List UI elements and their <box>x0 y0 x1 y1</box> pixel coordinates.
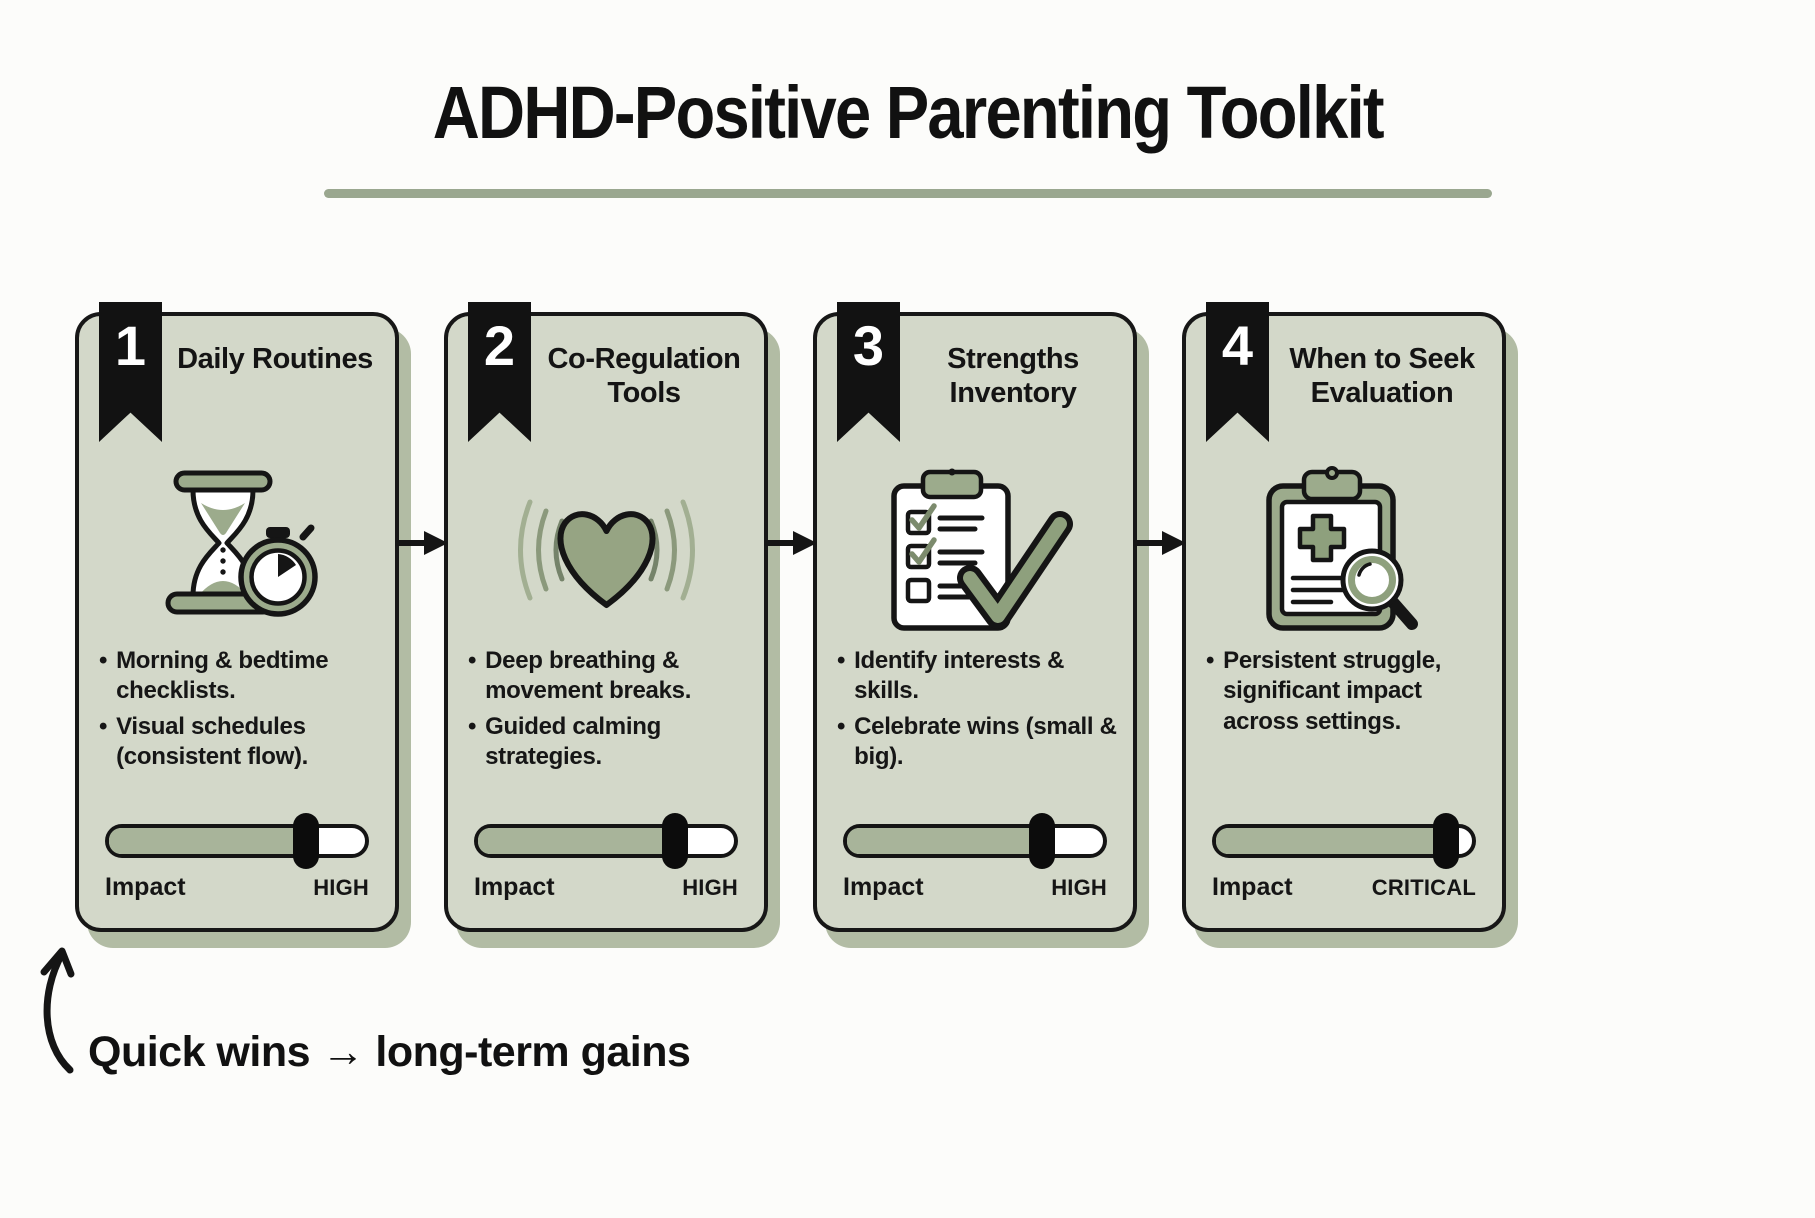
curved-up-arrow-icon <box>40 947 75 1074</box>
impact-slider-handle <box>662 813 689 869</box>
bullet-text: Persistent struggle, significant impact … <box>1223 647 1442 735</box>
bullet-item: • Deep breathing & movement breaks. <box>468 646 754 707</box>
impact-label: Impact <box>474 873 555 901</box>
impact-label: Impact <box>843 873 924 901</box>
impact-slider-track <box>843 813 1107 869</box>
impact-slider-fill <box>478 828 676 854</box>
bullet-text: Morning & bedtime checklists. <box>116 647 329 705</box>
impact-level-badge: HIGH <box>313 875 369 900</box>
card-title: Daily Routines <box>177 343 373 375</box>
bullet-dot: • <box>837 647 846 674</box>
bullet-dot: • <box>837 712 846 740</box>
number-ribbon-icon: 2 <box>468 302 531 442</box>
bullet-text: Deep breathing & movement breaks. <box>485 647 692 705</box>
toolkit-card: 3 Strengths Inventory • Identify interest… <box>813 302 1137 932</box>
bullet-text: Identify interests & skills. <box>854 647 1065 705</box>
right-arrow-icon <box>764 531 817 555</box>
impact-level-badge: CRITICAL <box>1371 875 1476 900</box>
card-title: Strengths Inventory <box>947 343 1079 410</box>
impact-slider-handle <box>1433 813 1460 869</box>
bullet-list: • Identify interests & skills. • Celebrate … <box>837 646 1123 773</box>
number-ribbon-icon: 4 <box>1206 302 1269 442</box>
number-ribbon-icon: 1 <box>99 302 162 442</box>
impact-meter: Impact HIGH <box>474 813 738 902</box>
page-title-text: ADHD-Positive Parenting Toolkit <box>432 71 1384 154</box>
bullet-list: • Deep breathing & movement breaks. • Guide… <box>468 646 754 773</box>
impact-slider-track <box>1212 813 1476 869</box>
impact-labels: Impact HIGH <box>474 873 738 902</box>
hourglass-stopwatch-icon <box>79 466 395 634</box>
bullet-item: • Identify interests & skills. <box>837 646 1123 707</box>
cards-row: 1 Daily Routines • Morning & bedtime chec… <box>75 302 1506 932</box>
heart-waves-icon <box>448 466 764 634</box>
checklist-checkmark-icon <box>817 466 1133 634</box>
toolkit-card: 1 Daily Routines • Morning & bedtime chec… <box>75 302 399 932</box>
impact-labels: Impact HIGH <box>105 873 369 902</box>
bullet-dot: • <box>468 647 477 674</box>
bullet-dot: • <box>468 712 477 740</box>
impact-slider-track <box>105 813 369 869</box>
bullet-text: Celebrate wins (small & big). <box>854 712 1117 771</box>
medical-clipboard-magnifier-icon <box>1186 466 1502 634</box>
bullet-item: • Guided calming strategies. <box>468 712 754 773</box>
impact-level-badge: HIGH <box>1051 875 1107 900</box>
card-title: When to Seek Evaluation <box>1289 343 1475 410</box>
impact-slider-handle <box>1028 813 1055 869</box>
bullet-item: • Persistent struggle, significant impact… <box>1206 646 1492 737</box>
card-number: 4 <box>1221 314 1254 377</box>
impact-labels: Impact HIGH <box>843 873 1107 902</box>
bullet-list: • Persistent struggle, significant impact… <box>1206 646 1492 737</box>
bullet-item: • Visual schedules (consistent flow). <box>99 712 385 773</box>
card-title: Co-Regulation Tools <box>547 343 741 410</box>
impact-slider-fill <box>109 828 307 854</box>
impact-labels: Impact CRITICAL <box>1212 873 1476 902</box>
impact-slider-fill <box>1216 828 1447 854</box>
number-ribbon-icon: 3 <box>837 302 900 442</box>
impact-level-badge: HIGH <box>682 875 738 900</box>
impact-label: Impact <box>1212 873 1293 901</box>
card-number: 3 <box>852 314 885 377</box>
bullet-item: • Morning & bedtime checklists. <box>99 646 385 707</box>
bullet-text: Visual schedules (consistent flow). <box>116 712 309 771</box>
right-arrow-icon <box>395 531 448 555</box>
impact-meter: Impact HIGH <box>105 813 369 902</box>
title-underline <box>323 189 1492 198</box>
card-number: 1 <box>114 314 147 377</box>
bullet-dot: • <box>99 712 108 740</box>
footer-note: Quick wins → long-term gains <box>88 1028 691 1076</box>
card-number: 2 <box>483 314 516 377</box>
toolkit-card: 4 When to Seek Evaluation • Persistent st… <box>1182 302 1506 932</box>
bullet-item: • Celebrate wins (small & big). <box>837 712 1123 773</box>
right-arrow-icon <box>1133 531 1186 555</box>
impact-slider-fill <box>847 828 1042 854</box>
impact-slider-handle <box>293 813 320 869</box>
bullet-dot: • <box>99 647 108 674</box>
bullet-text: Guided calming strategies. <box>485 712 661 771</box>
impact-meter: Impact HIGH <box>843 813 1107 902</box>
toolkit-card: 2 Co-Regulation Tools • Deep breathing & … <box>444 302 768 932</box>
impact-slider-track <box>474 813 738 869</box>
bullet-list: • Morning & bedtime checklists. • Visual sc… <box>99 646 385 773</box>
impact-label: Impact <box>105 873 186 901</box>
page-title: ADHD-Positive Parenting Toolkit <box>0 70 1815 155</box>
bullet-dot: • <box>1206 647 1215 674</box>
impact-meter: Impact CRITICAL <box>1212 813 1476 902</box>
